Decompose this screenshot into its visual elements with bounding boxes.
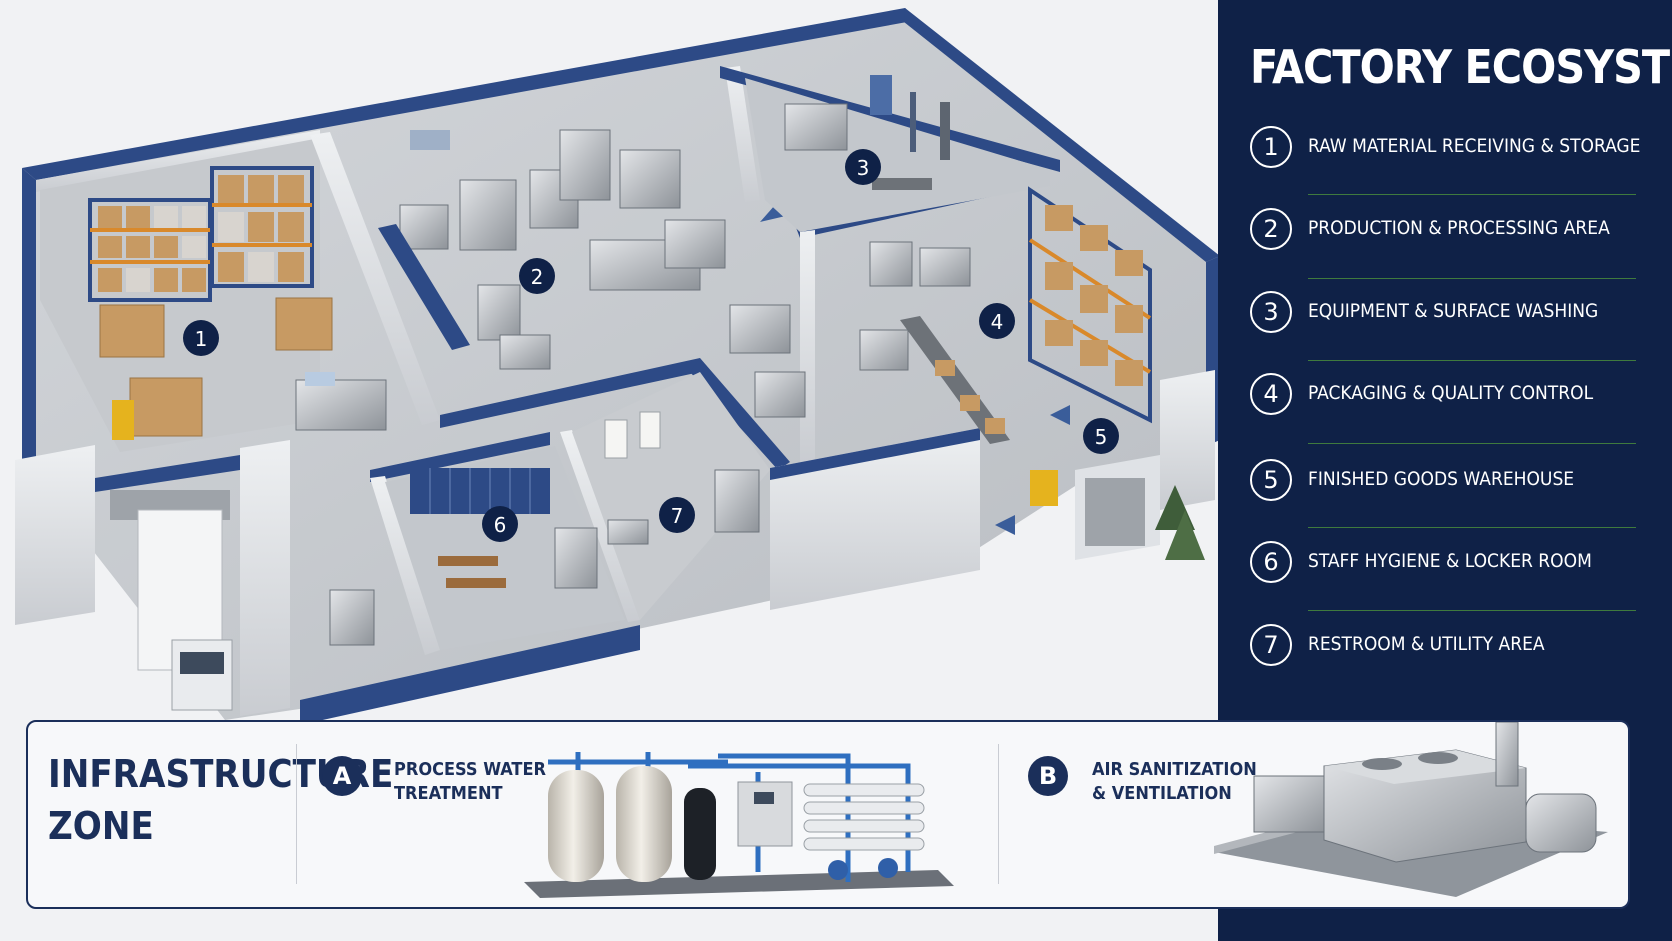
legend-divider — [1308, 527, 1636, 528]
zone-marker-1: 1 — [183, 320, 219, 356]
legend-item-1: 1 RAW MATERIAL RECEIVING & STORAGE — [1250, 124, 1660, 176]
filter-tank — [548, 770, 604, 882]
carbon-tank — [684, 788, 716, 880]
zone-7-restroom — [572, 372, 770, 620]
storage-rack-left — [88, 198, 212, 302]
wash-sink — [784, 103, 848, 151]
legend-divider — [1308, 360, 1636, 361]
forklift — [112, 400, 134, 440]
legend-divider — [1308, 194, 1636, 195]
legend-item-7: 7 RESTROOM & UTILITY AREA — [1250, 622, 1660, 674]
legend-item-4: 4 PACKAGING & QUALITY CONTROL — [1250, 371, 1660, 423]
legend-number: 5 — [1250, 459, 1292, 501]
svg-text:7: 7 — [671, 504, 684, 528]
legend-number: 7 — [1250, 624, 1292, 666]
zone-label-a: PROCESS WATER TREATMENT — [394, 759, 546, 804]
legend-label: FINISHED GOODS WAREHOUSE — [1308, 468, 1575, 490]
water-treatment-system — [524, 752, 954, 898]
zone-marker-6: 6 — [482, 506, 518, 542]
legend-number: 3 — [1250, 291, 1292, 333]
bench-2 — [446, 578, 506, 588]
packaging-conveyor — [900, 316, 1010, 444]
lab-station — [295, 372, 387, 431]
fan — [1362, 758, 1402, 770]
urinal — [639, 411, 661, 449]
pallet-stacks — [99, 297, 333, 440]
zone-4-packaging — [729, 241, 1010, 444]
legend-label: RESTROOM & UTILITY AREA — [1308, 633, 1545, 655]
storage-rack-right — [210, 166, 314, 288]
flow-arrow — [760, 205, 790, 222]
toilet — [604, 419, 628, 459]
exhaust-stack — [1495, 722, 1519, 787]
legend-divider — [1308, 278, 1636, 279]
control-cabinet — [737, 781, 793, 847]
legend-item-5: 5 FINISHED GOODS WAREHOUSE — [1250, 457, 1660, 509]
legend-item-3: 3 EQUIPMENT & SURFACE WASHING — [1250, 289, 1660, 341]
infrastructure-panel: INFRASTRUCTURE ZONE A PROCESS WATER TREA… — [26, 720, 1630, 909]
legend-number: 1 — [1250, 126, 1292, 168]
duct — [1253, 775, 1327, 833]
bench — [438, 556, 498, 566]
zone-marker-2: 2 — [519, 258, 555, 294]
zone-6-lockers — [329, 446, 625, 650]
zone-marker-7: 7 — [659, 497, 695, 533]
conveyor — [378, 224, 470, 350]
zone-label-b: AIR SANITIZATION & VENTILATION — [1092, 759, 1257, 804]
legend-label: PACKAGING & QUALITY CONTROL — [1308, 382, 1594, 404]
svg-text:5: 5 — [1095, 425, 1108, 449]
legend-label: PRODUCTION & PROCESSING AREA — [1308, 217, 1610, 239]
rollup-door — [1085, 478, 1145, 546]
legend-label: EQUIPMENT & SURFACE WASHING — [1308, 300, 1599, 322]
legend-item-6: 6 STAFF HYGIENE & LOCKER ROOM — [1250, 539, 1660, 591]
svg-text:4: 4 — [991, 310, 1004, 334]
infrastructure-title: INFRASTRUCTURE ZONE — [48, 752, 394, 848]
zone-badge-a: A — [322, 756, 362, 796]
zone-marker-3: 3 — [845, 149, 881, 185]
outer-walls — [22, 8, 1220, 560]
legend-item-2: 2 PRODUCTION & PROCESSING AREA — [1250, 206, 1660, 258]
air-handling-unit — [1214, 722, 1608, 897]
svg-text:3: 3 — [857, 156, 870, 180]
loading-dock — [15, 440, 290, 716]
fan — [1418, 752, 1458, 764]
zone-1-storage — [15, 138, 333, 716]
zone-marker-5: 5 — [1083, 418, 1119, 454]
legend-number: 2 — [1250, 208, 1292, 250]
legend-label: RAW MATERIAL RECEIVING & STORAGE — [1308, 135, 1641, 157]
zone-5-warehouse — [995, 186, 1205, 560]
svg-text:2: 2 — [531, 265, 544, 289]
legend-label: STAFF HYGIENE & LOCKER ROOM — [1308, 550, 1592, 572]
infrastructure-divider — [296, 744, 297, 884]
filter-tank — [616, 766, 672, 882]
legend-number: 6 — [1250, 541, 1292, 583]
legend-title: FACTORY ECOSYSTEM — [1250, 40, 1672, 94]
zone-badge-b: B — [1028, 756, 1068, 796]
lockers — [410, 468, 550, 514]
svg-text:6: 6 — [494, 513, 507, 537]
legend-divider — [1308, 610, 1636, 611]
zone-marker-4: 4 — [979, 303, 1015, 339]
legend-divider — [1308, 443, 1636, 444]
legend-number: 4 — [1250, 373, 1292, 415]
forklift-2 — [1030, 470, 1058, 506]
zone-3-washing — [745, 75, 1050, 232]
svg-text:1: 1 — [195, 327, 208, 351]
zone-2-production — [378, 129, 790, 370]
infrastructure-divider — [998, 744, 999, 884]
